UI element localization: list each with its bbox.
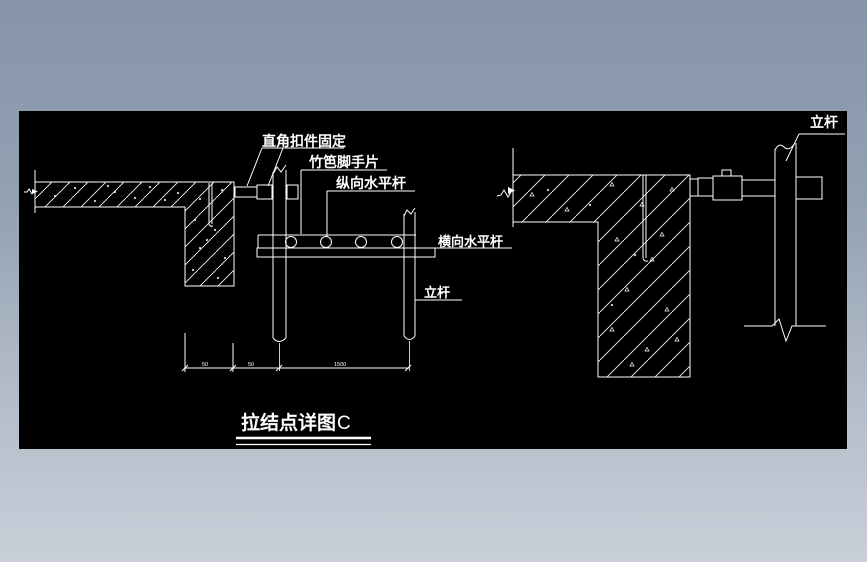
label-longitudinal-bar: 纵向水平杆	[336, 175, 406, 191]
transverse-bar	[256, 247, 436, 258]
coupler-right	[286, 184, 299, 200]
title-text: 拉结点详图C	[241, 411, 351, 434]
coupler-bolt	[721, 169, 732, 177]
coupler-left	[256, 184, 273, 200]
dim-text-1: 50	[202, 362, 208, 368]
scaffold-post-1	[272, 164, 287, 371]
label-transverse-bar: 横向水平杆	[438, 234, 503, 249]
label-post-left: 立杆	[424, 285, 450, 300]
concrete-specks	[529, 181, 680, 367]
pipe-break-bottom	[744, 318, 826, 343]
label-post-right: 立杆	[810, 114, 838, 130]
dimension-string: 50 50 1500	[181, 333, 412, 372]
left-detail: 直角扣件固定 竹笆脚手片 纵向水平杆 横向水平杆 立杆 50 50 1500	[24, 133, 512, 372]
viewport-background	[19, 111, 847, 449]
pipe-break-top	[272, 164, 287, 175]
break-arrow-icon	[496, 187, 515, 198]
label-right-angle-coupler: 直角扣件固定	[262, 133, 346, 149]
pipe-break-top	[774, 142, 796, 151]
embedded-anchor	[208, 183, 214, 227]
pipe-round-bottom	[403, 335, 416, 340]
embedded-anchor	[642, 175, 649, 262]
right-detail: 立杆	[496, 114, 845, 378]
pipe-break-top	[403, 207, 416, 217]
pipe-round-bottom	[272, 337, 287, 342]
tie-bar	[689, 169, 823, 201]
dim-text-2: 50	[248, 362, 254, 368]
leader-lines	[246, 147, 512, 301]
break-arrow-icon	[24, 188, 38, 195]
dim-text-3: 1500	[334, 362, 346, 368]
label-bamboo-mat: 竹笆脚手片	[308, 154, 379, 170]
tie-bar	[234, 184, 299, 200]
scaffold-post	[744, 142, 826, 343]
drawing-title: 拉结点详图C	[236, 411, 371, 446]
concrete-specks	[53, 184, 227, 280]
leader-lines	[785, 133, 845, 162]
